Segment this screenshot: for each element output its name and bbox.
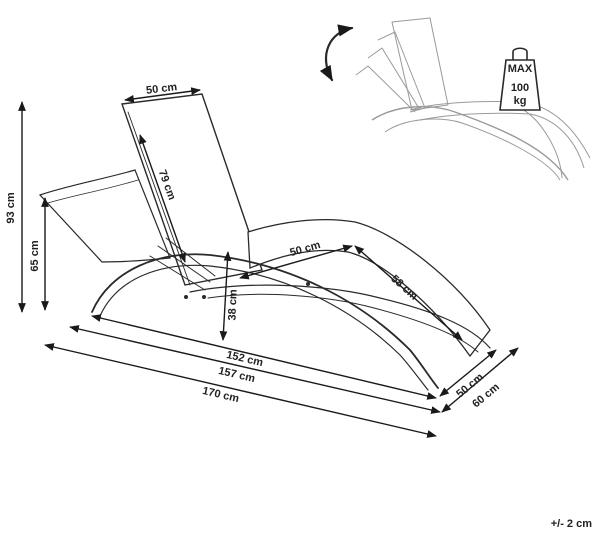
label-armrest-height: 65 cm [29,240,41,271]
inset-lounger-ghost [355,17,591,181]
weight-kettlebell-icon: MAX 100 kg [499,47,541,111]
label-backrest-width: 50 cm [145,81,178,97]
dimension-lines [18,87,519,438]
tolerance-note: +/- 2 cm [550,518,592,530]
recline-inset: MAX 100 kg [319,17,591,181]
sunlounger-drawing [38,93,491,391]
weight-max-label: MAX [508,63,533,75]
label-seat-height: 38 cm [226,289,239,321]
label-total-height: 93 cm [5,192,17,223]
label-length-inner: 152 cm [225,349,264,369]
weight-value-label: 100 [511,82,529,94]
weight-unit-label: kg [514,95,527,107]
label-length-total: 170 cm [201,385,240,405]
curved-double-arrow-icon [319,24,354,82]
